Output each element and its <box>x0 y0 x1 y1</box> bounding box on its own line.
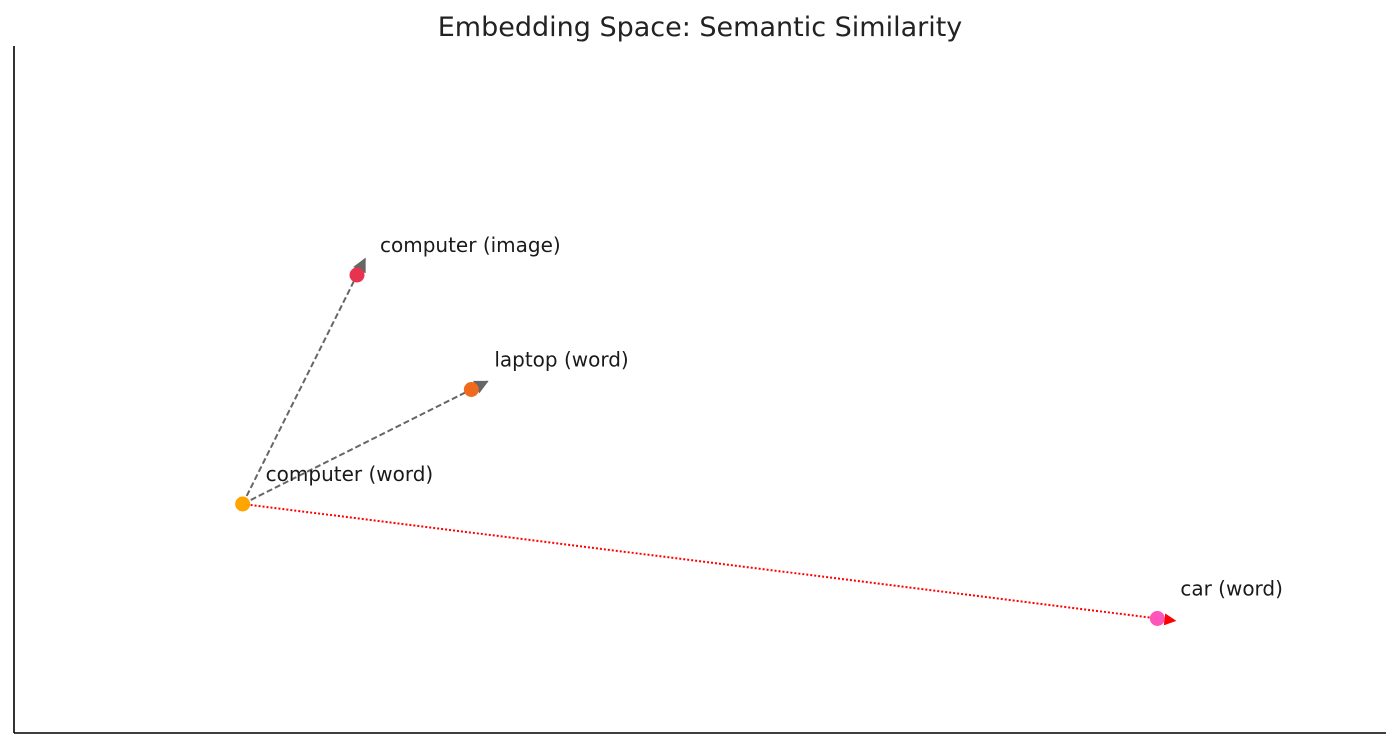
point-label-car-word: car (word) <box>1180 577 1283 601</box>
point-laptop-word <box>463 382 479 397</box>
arrows-layer <box>241 257 1177 626</box>
point-computer-image <box>349 267 365 283</box>
point-label-computer-image: computer (image) <box>380 233 561 257</box>
point-computer-word <box>235 496 251 512</box>
chart-title: Embedding Space: Semantic Similarity <box>438 12 963 43</box>
arrow-computer-word-to-laptop-word <box>242 380 489 505</box>
labels-layer: computer (word) computer (image) laptop (w… <box>266 233 1283 601</box>
arrow-computer-word-to-car-word <box>242 503 1177 626</box>
arrow-computer-word-to-computer-image <box>241 257 366 505</box>
point-label-laptop-word: laptop (word) <box>494 348 628 372</box>
points-layer <box>235 267 1165 626</box>
point-car-word <box>1149 611 1165 626</box>
point-label-computer-word: computer (word) <box>266 462 434 486</box>
